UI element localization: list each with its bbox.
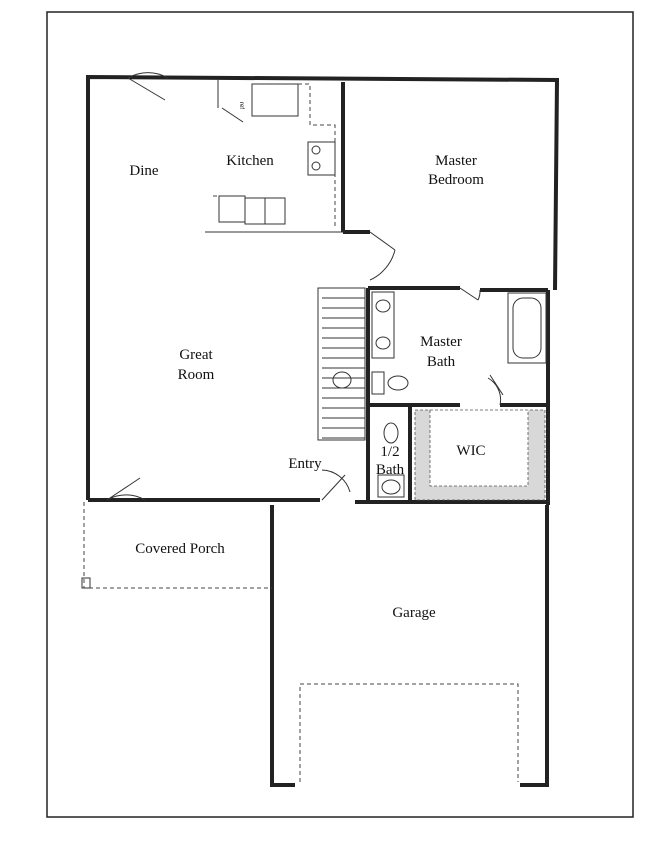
room-master-bedroom-2: Bedroom <box>428 172 484 188</box>
bath-fixtures <box>332 291 547 498</box>
room-wic: WIC <box>456 443 485 459</box>
room-dine: Dine <box>129 163 159 179</box>
room-great-room: Great <box>179 347 213 363</box>
room-great-room-2: Room <box>178 367 215 383</box>
stairs <box>317 287 366 441</box>
exterior-walls <box>86 74 560 787</box>
room-master-bath: Master <box>420 334 462 350</box>
room-half-bath-2: Bath <box>376 462 405 478</box>
room-master-bedroom: Master <box>435 153 477 169</box>
bathtub-icon <box>507 292 547 364</box>
toilet-icon <box>383 422 399 444</box>
sink-icon <box>381 479 401 495</box>
room-garage: Garage <box>392 605 436 621</box>
room-half-bath: 1/2 <box>380 444 399 460</box>
range-icon <box>307 141 336 176</box>
wic-shelves <box>414 409 546 501</box>
garage-door <box>299 683 519 782</box>
ref-label: ref <box>238 102 244 109</box>
room-kitchen: Kitchen <box>226 153 274 169</box>
room-entry: Entry <box>288 456 322 472</box>
interior-walls <box>205 80 548 504</box>
toilet-icon <box>387 375 409 391</box>
kitchen-counters: ref <box>213 83 336 228</box>
page-frame <box>46 11 634 818</box>
doors <box>106 72 504 501</box>
room-master-bath-2: Bath <box>427 354 456 370</box>
sink-icon <box>375 299 391 313</box>
sink-icon <box>375 336 391 350</box>
room-covered-porch: Covered Porch <box>135 541 225 557</box>
